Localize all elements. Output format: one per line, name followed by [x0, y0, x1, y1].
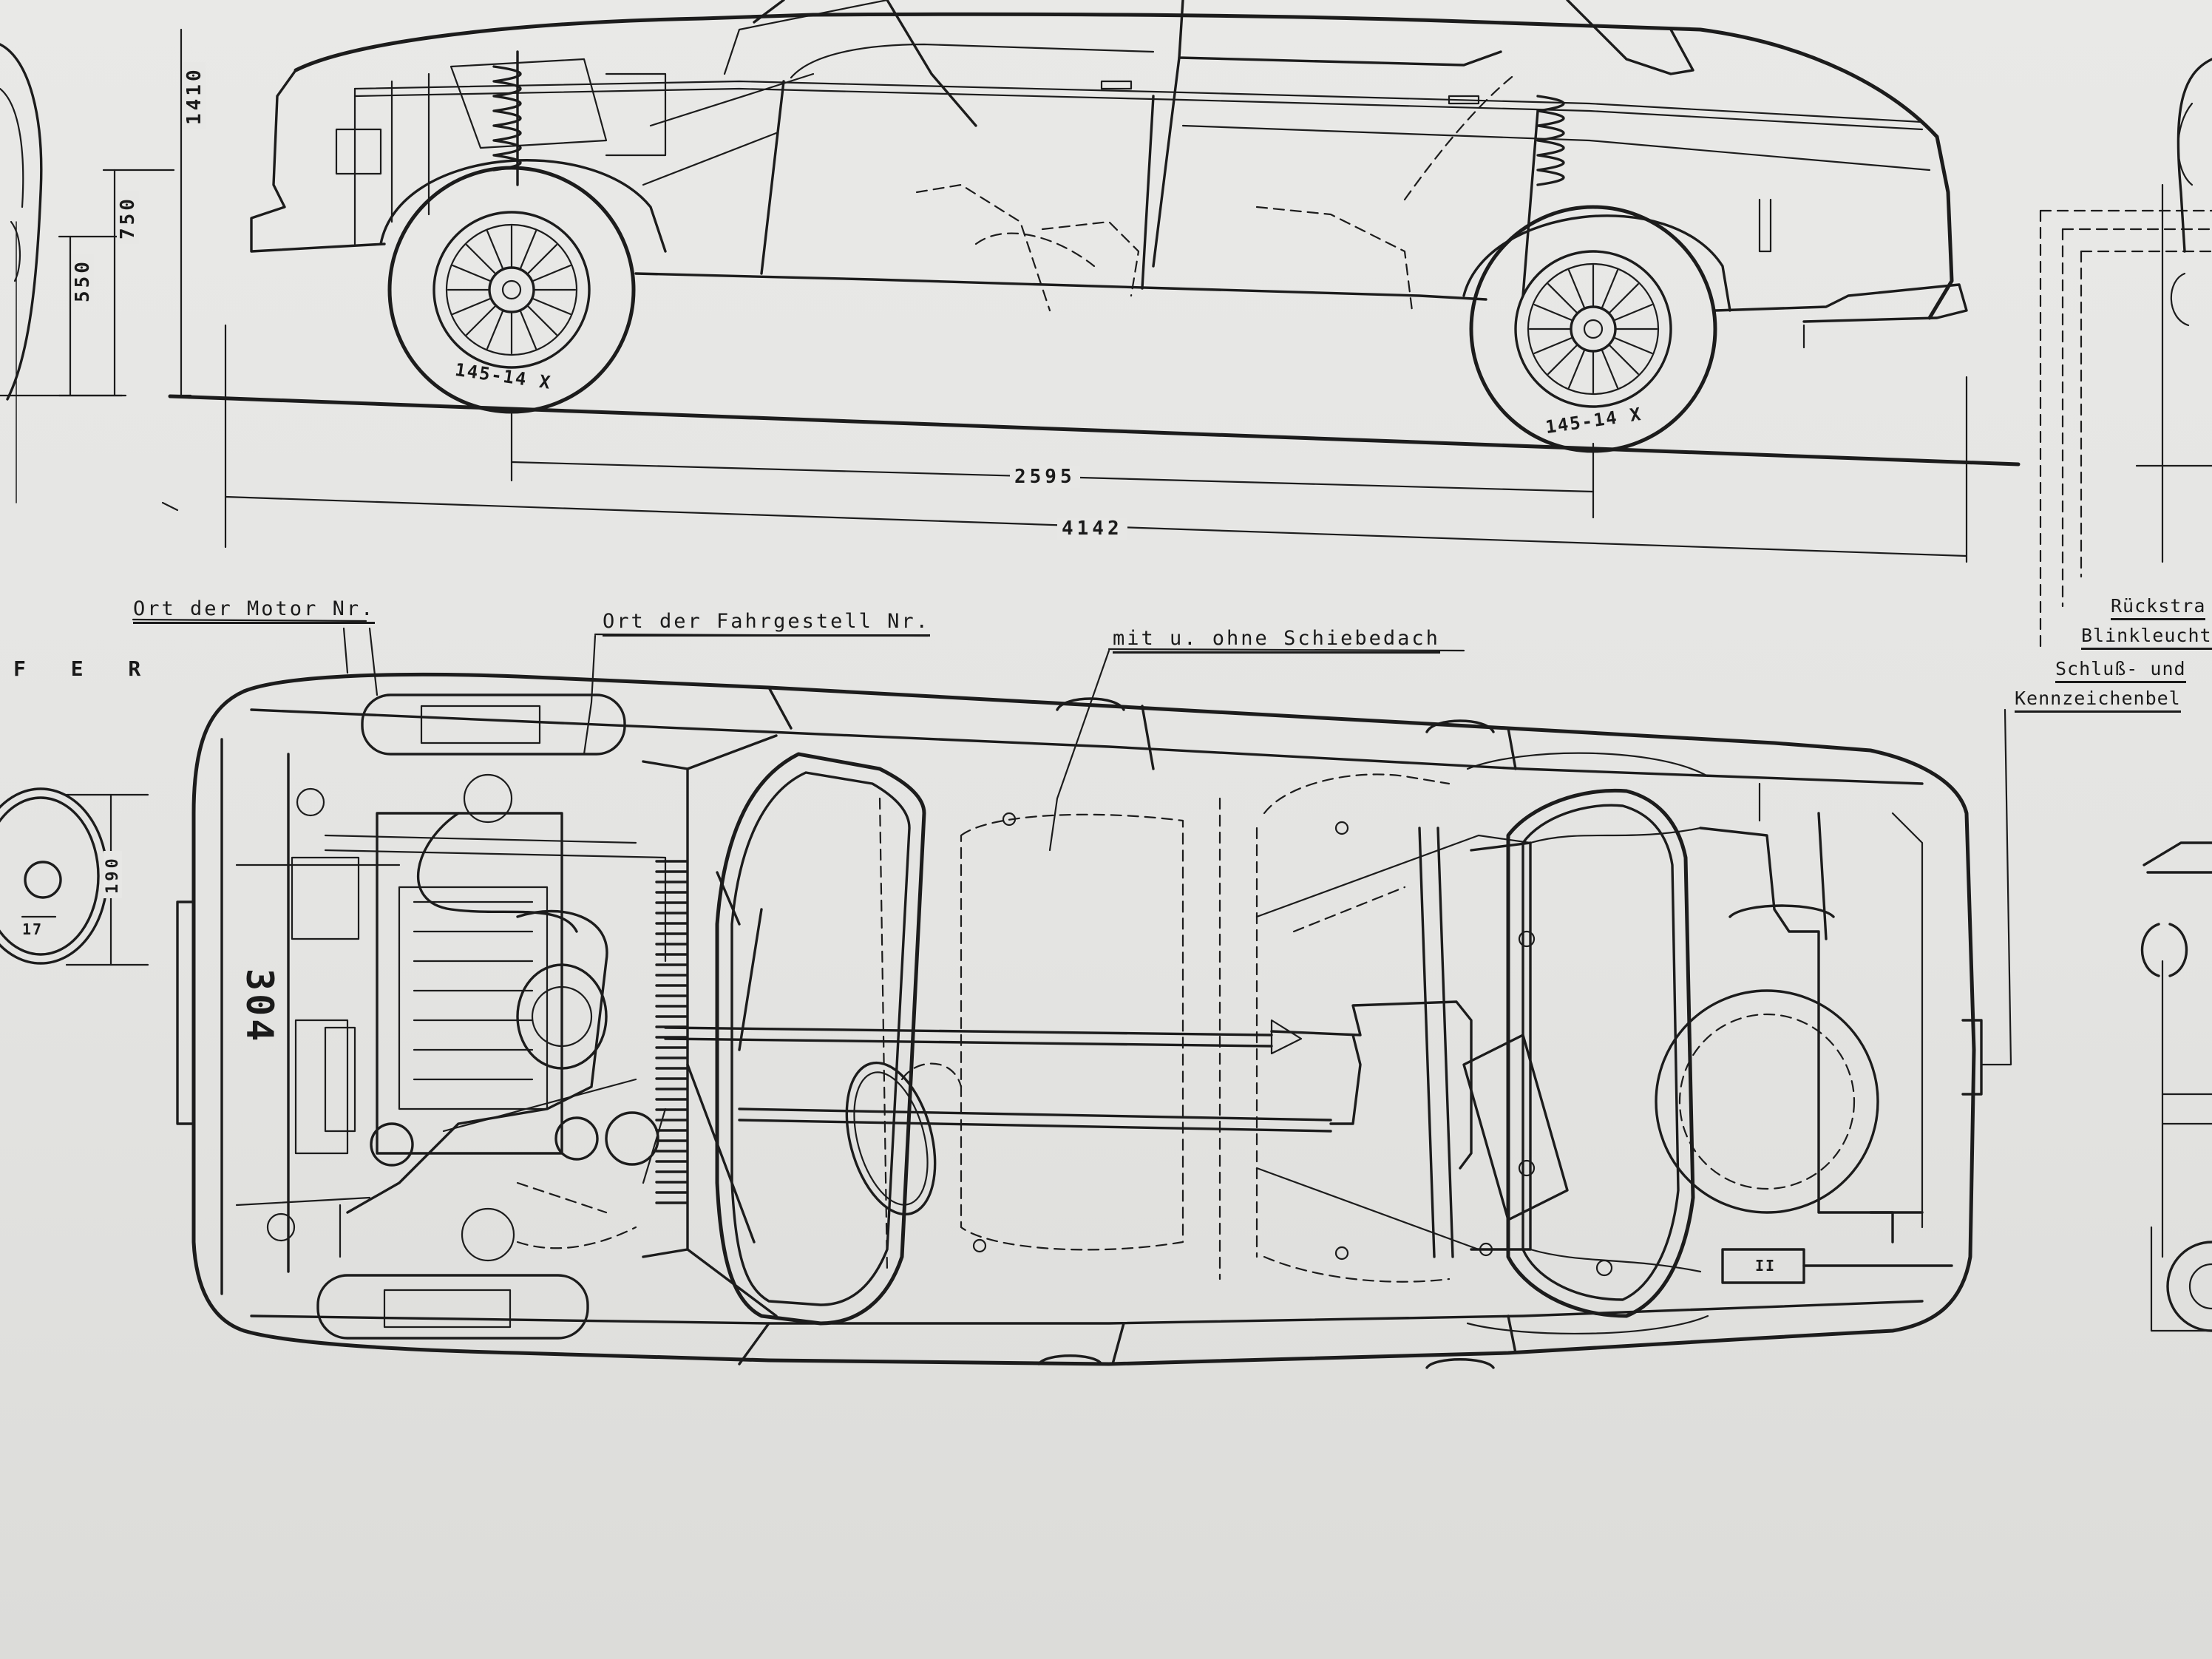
front-view-fragment	[0, 43, 123, 503]
wheel-spoke	[1567, 269, 1585, 308]
muffler-mark: II	[1755, 1257, 1777, 1275]
label-tail-light: Schluß- und	[2055, 658, 2186, 683]
wheel-spoke	[1609, 345, 1639, 375]
wheel-spoke	[452, 264, 491, 282]
wheel-spoke	[1601, 269, 1619, 308]
dimension-height-550: 550	[72, 254, 94, 307]
callout-engine-number: Ort der Motor Nr.	[133, 597, 376, 624]
callout-sunroof: mit u. ohne Schiebedach	[1113, 627, 1440, 654]
wheel-spoke	[486, 311, 503, 350]
front-spring	[492, 50, 522, 186]
wheel-spoke	[1614, 303, 1653, 321]
dimension-height-750: 750	[117, 191, 139, 244]
front-left-wheel-top	[361, 693, 626, 756]
dimension-overall-length: 4142	[1057, 518, 1127, 540]
callout-leaders	[132, 618, 1465, 852]
margin-letters: F E R	[13, 657, 157, 681]
wheel-spoke	[1601, 350, 1619, 389]
wheel-spoke	[466, 244, 496, 274]
label-plate-light: Kennzeichenbel	[2015, 688, 2181, 713]
steering-wheel	[845, 1061, 937, 1216]
wheel-spoke	[486, 230, 503, 269]
rear-view-fragment	[1980, 58, 2212, 1332]
side-view	[168, 0, 2021, 467]
label-turn-signal: Blinkleucht	[2081, 625, 2212, 650]
top-view	[176, 672, 1983, 1369]
wheel-spoke	[1614, 337, 1653, 355]
radiator-grille	[655, 860, 688, 1204]
front-wheel-spokes	[447, 225, 577, 355]
muffler	[1721, 1248, 1953, 1284]
plate-light-detail	[0, 787, 149, 966]
label-reflector: Rückstra	[2111, 595, 2206, 620]
wheel-spoke	[532, 264, 571, 282]
dimension-height-1410: 1410	[183, 62, 206, 129]
wheel-spoke	[1609, 283, 1639, 313]
rear-wheel-spokes	[1528, 264, 1658, 394]
wheel-spoke	[1533, 303, 1573, 321]
model-marking: 304	[238, 968, 281, 1045]
height-dimension-lines	[58, 28, 192, 397]
wheel-spoke	[1547, 345, 1578, 375]
wheel-spoke	[452, 298, 491, 316]
wheel-spoke	[520, 311, 537, 350]
wheel-spoke	[527, 244, 557, 274]
wheel-spoke	[527, 305, 557, 336]
dimension-plate-small: 17	[22, 920, 44, 938]
rear-spring	[1536, 95, 1565, 186]
wheel-spoke	[1567, 350, 1585, 389]
dimension-wheelbase: 2595	[1010, 466, 1080, 488]
wheel-spoke	[1533, 337, 1573, 355]
wheel-spoke	[1547, 283, 1578, 313]
front-right-wheel-top	[316, 1274, 589, 1340]
wheel-spoke	[532, 298, 571, 316]
wheel-spoke	[520, 230, 537, 269]
dimension-plate-height: 190	[104, 851, 122, 898]
front-wheel	[387, 166, 636, 414]
wheel-spoke	[466, 305, 496, 336]
engine-bay	[235, 753, 667, 1273]
callout-chassis-number: Ort der Fahrgestell Nr.	[603, 610, 930, 637]
spare-wheel	[1655, 989, 1879, 1214]
